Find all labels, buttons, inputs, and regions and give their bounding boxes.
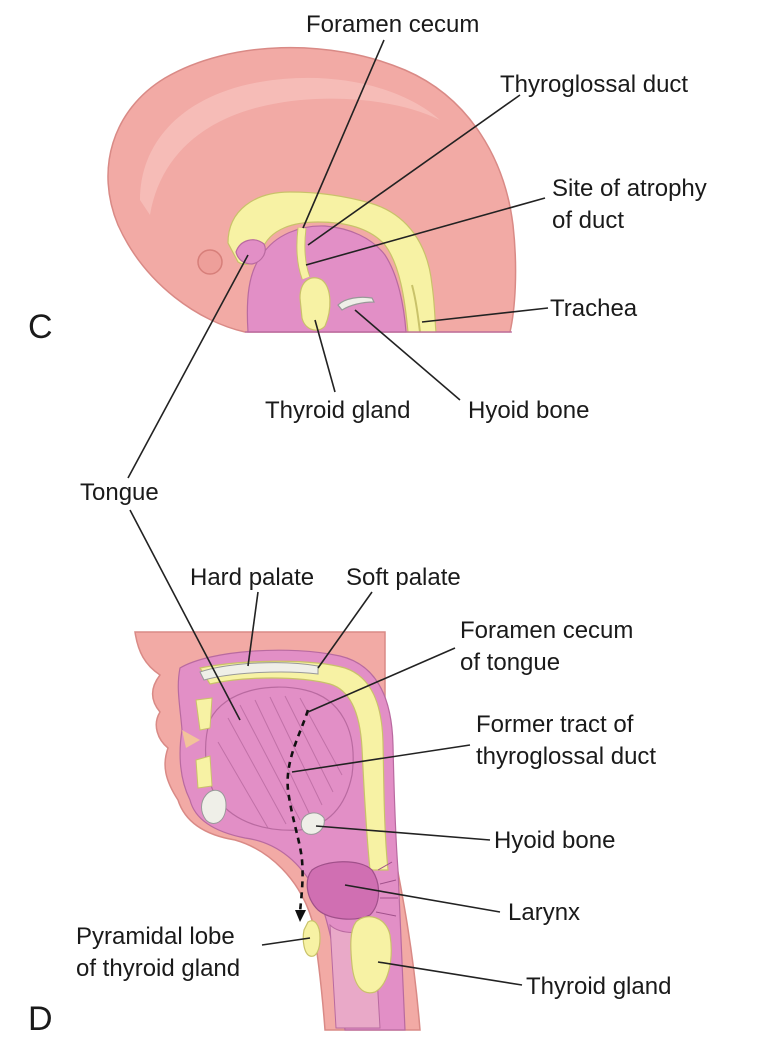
leader-site-of-atrophy (305, 197, 546, 266)
larynx (306, 861, 380, 920)
label-trachea: Trachea (550, 295, 638, 322)
leader-larynx (344, 884, 501, 913)
label-tongue: Tongue (80, 479, 159, 506)
label-thyroid-gland-d: Thyroid gland (526, 973, 671, 1000)
panel-c-illustration (107, 46, 517, 333)
label-thyroid-gland-c: Thyroid gland (265, 397, 410, 424)
leader-trachea (421, 307, 549, 323)
label-former-tract-line1: Former tract of (476, 711, 634, 738)
lower-teeth (195, 755, 213, 789)
trachea-c (411, 284, 421, 333)
embryo-head-highlight (140, 77, 440, 216)
label-foramen-cecum-d-line2: of tongue (460, 649, 560, 676)
leader-foramen-cecum-c (302, 39, 385, 229)
leader-tongue-c (127, 254, 249, 479)
label-pyramidal-lobe-line1: Pyramidal lobe (76, 923, 235, 950)
panel-letter-d: D (28, 1000, 53, 1038)
label-foramen-cecum-c: Foramen cecum (306, 11, 479, 38)
leader-hyoid-bone-c (354, 309, 461, 401)
leader-hyoid-bone-d (315, 825, 491, 841)
label-pyramidal-lobe-line2: of thyroid gland (76, 955, 240, 982)
thyroid-gland-d (350, 916, 392, 994)
panel-d-illustration (134, 631, 421, 1031)
label-hard-palate: Hard palate (190, 564, 314, 591)
hyoid-bone-c (337, 296, 375, 311)
leader-thyroid-gland-c (314, 319, 336, 393)
leader-pyramidal-lobe (261, 937, 311, 946)
leader-foramen-cecum-d (307, 647, 456, 713)
tract-arrowhead (295, 910, 306, 922)
label-soft-palate: Soft palate (346, 564, 461, 591)
hard-palate-bone (199, 662, 319, 681)
leader-thyroid-gland-d (377, 961, 523, 986)
leader-soft-palate (317, 591, 373, 669)
label-site-of-atrophy-line2: of duct (552, 207, 624, 234)
leader-hard-palate (247, 591, 259, 667)
label-larynx: Larynx (508, 899, 580, 926)
mandible-bone (201, 789, 227, 824)
leader-former-tract (291, 744, 471, 773)
leader-tongue-d (129, 509, 241, 721)
embryo-eye (197, 249, 223, 275)
thyroid-gland-c (299, 277, 331, 331)
label-former-tract-line2: thyroglossal duct (476, 743, 656, 770)
pharynx-mucosa (246, 225, 407, 333)
label-foramen-cecum-d-line1: Foramen cecum (460, 617, 633, 644)
label-site-of-atrophy-line1: Site of atrophy (552, 175, 707, 202)
pyramidal-lobe (302, 920, 321, 957)
label-hyoid-bone-c: Hyoid bone (468, 397, 589, 424)
former-thyroglossal-tract (286, 709, 310, 916)
panel-letter-c: C (28, 308, 53, 346)
leader-thyroglossal-duct (307, 94, 521, 246)
label-thyroglossal-duct: Thyroglossal duct (500, 71, 688, 98)
tongue-primordium (235, 239, 266, 265)
label-hyoid-bone-d: Hyoid bone (494, 827, 615, 854)
hyoid-bone-d (300, 812, 325, 835)
upper-teeth (195, 697, 213, 731)
lip-mark (182, 730, 200, 748)
